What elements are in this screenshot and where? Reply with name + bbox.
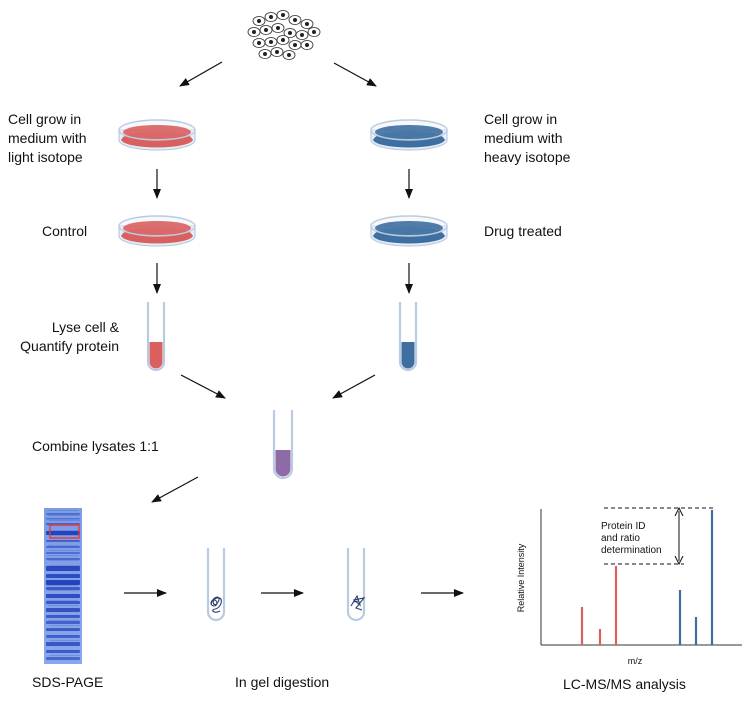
label-heavy-growth: Cell grow in medium with heavy isotope: [484, 111, 571, 165]
arrow-cells-to-heavy: [333, 62, 377, 87]
arrow-heavy-lysate-to-combine: [332, 374, 376, 399]
label-in-gel-digestion: In gel digestion: [235, 674, 330, 690]
cell-cluster-icon: [247, 9, 321, 61]
label-lyse-quantify: Lyse cell & Quantify protein: [20, 319, 119, 354]
petri-dish-icon: [118, 215, 196, 247]
test-tube-icon: [272, 410, 294, 480]
spectrum-y-label: Relative Intensity: [516, 543, 526, 612]
arrow-combine-to-gel: [151, 476, 199, 503]
peptide-coil-icon: [350, 594, 366, 611]
label-drug-treated: Drug treated: [484, 223, 562, 239]
arrow-cells-to-light: [179, 61, 223, 87]
arrow-light-lysate-to-combine: [180, 374, 226, 399]
test-tube-icon: [346, 548, 366, 622]
peptide-coil-icon: [210, 596, 222, 613]
test-tube-icon: [398, 302, 418, 372]
label-light-growth: Cell grow in medium with light isotope: [8, 111, 87, 165]
spectrum-x-label: m/z: [628, 656, 643, 666]
label-combine: Combine lysates 1:1: [32, 438, 159, 454]
selected-band-highlight: [49, 524, 80, 539]
label-control: Control: [42, 223, 88, 239]
test-tube-icon: [146, 302, 166, 372]
petri-dish-icon: [118, 119, 196, 151]
flow-arrows: [124, 61, 464, 597]
petri-dish-icon: [370, 215, 448, 247]
petri-dish-icon: [370, 119, 448, 151]
label-lcms: LC-MS/MS analysis: [563, 676, 686, 692]
label-sds-page: SDS-PAGE: [32, 674, 104, 690]
sds-page-gel: [44, 508, 82, 664]
